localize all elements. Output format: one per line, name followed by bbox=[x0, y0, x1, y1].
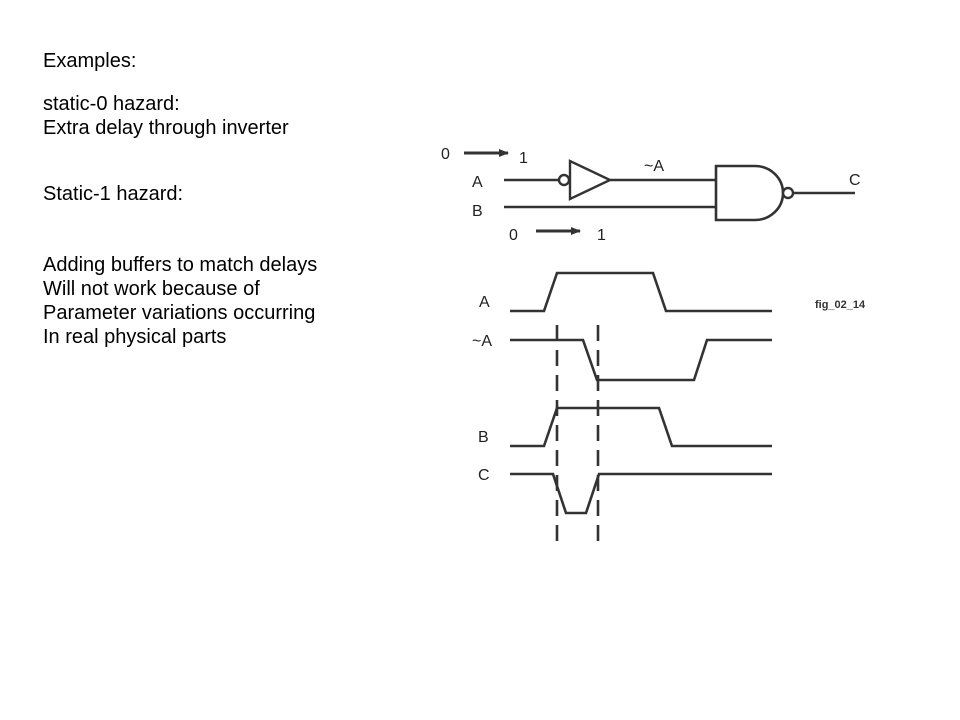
heading-examples: Examples: bbox=[43, 50, 137, 72]
static1-title: Static-1 hazard: bbox=[43, 183, 184, 205]
inverter-gate bbox=[568, 159, 613, 201]
input-b-label: B bbox=[472, 203, 483, 220]
static0-block: static-0 hazard: Extra delay through inv… bbox=[43, 92, 289, 140]
static1-block: Static-1 hazard: bbox=[43, 182, 183, 206]
a-transition-to-label: 1 bbox=[519, 150, 528, 167]
b-transition-from-label: 0 bbox=[509, 227, 518, 244]
figure-label: fig_02_14 bbox=[815, 299, 866, 311]
buffers-line-4: In real physical parts bbox=[43, 326, 227, 348]
buffers-line-3: Parameter variations occurring bbox=[43, 302, 316, 324]
buffers-line-2: Will not work because of bbox=[43, 278, 260, 300]
timing-label-a: A bbox=[479, 294, 490, 311]
timing-label-b: B bbox=[478, 429, 489, 446]
circuit: 0 1 A B ~A C 0 1 bbox=[441, 146, 861, 244]
static0-description: Extra delay through inverter bbox=[43, 117, 289, 139]
waveform-b bbox=[510, 406, 772, 448]
nand-bubble bbox=[781, 186, 795, 200]
timing-diagram: A ~A B C fig_02_14 bbox=[472, 271, 866, 545]
a-transition-from-label: 0 bbox=[441, 146, 450, 163]
b-transition-to-label: 1 bbox=[597, 227, 606, 244]
waveform-c bbox=[510, 472, 772, 515]
output-c-label: C bbox=[849, 172, 861, 189]
buffers-block: Adding buffers to match delays Will not … bbox=[43, 253, 317, 349]
nand-gate bbox=[714, 164, 785, 222]
waveform-not-a bbox=[510, 338, 772, 382]
input-a-label: A bbox=[472, 174, 483, 191]
buffers-line-1: Adding buffers to match delays bbox=[43, 254, 318, 276]
waveform-a bbox=[510, 271, 772, 313]
static0-title: static-0 hazard: bbox=[43, 93, 180, 115]
not-a-label: ~A bbox=[644, 158, 664, 175]
timing-label-c: C bbox=[478, 467, 490, 484]
inverter-bubble bbox=[557, 173, 571, 187]
timing-label-not-a: ~A bbox=[472, 333, 492, 350]
